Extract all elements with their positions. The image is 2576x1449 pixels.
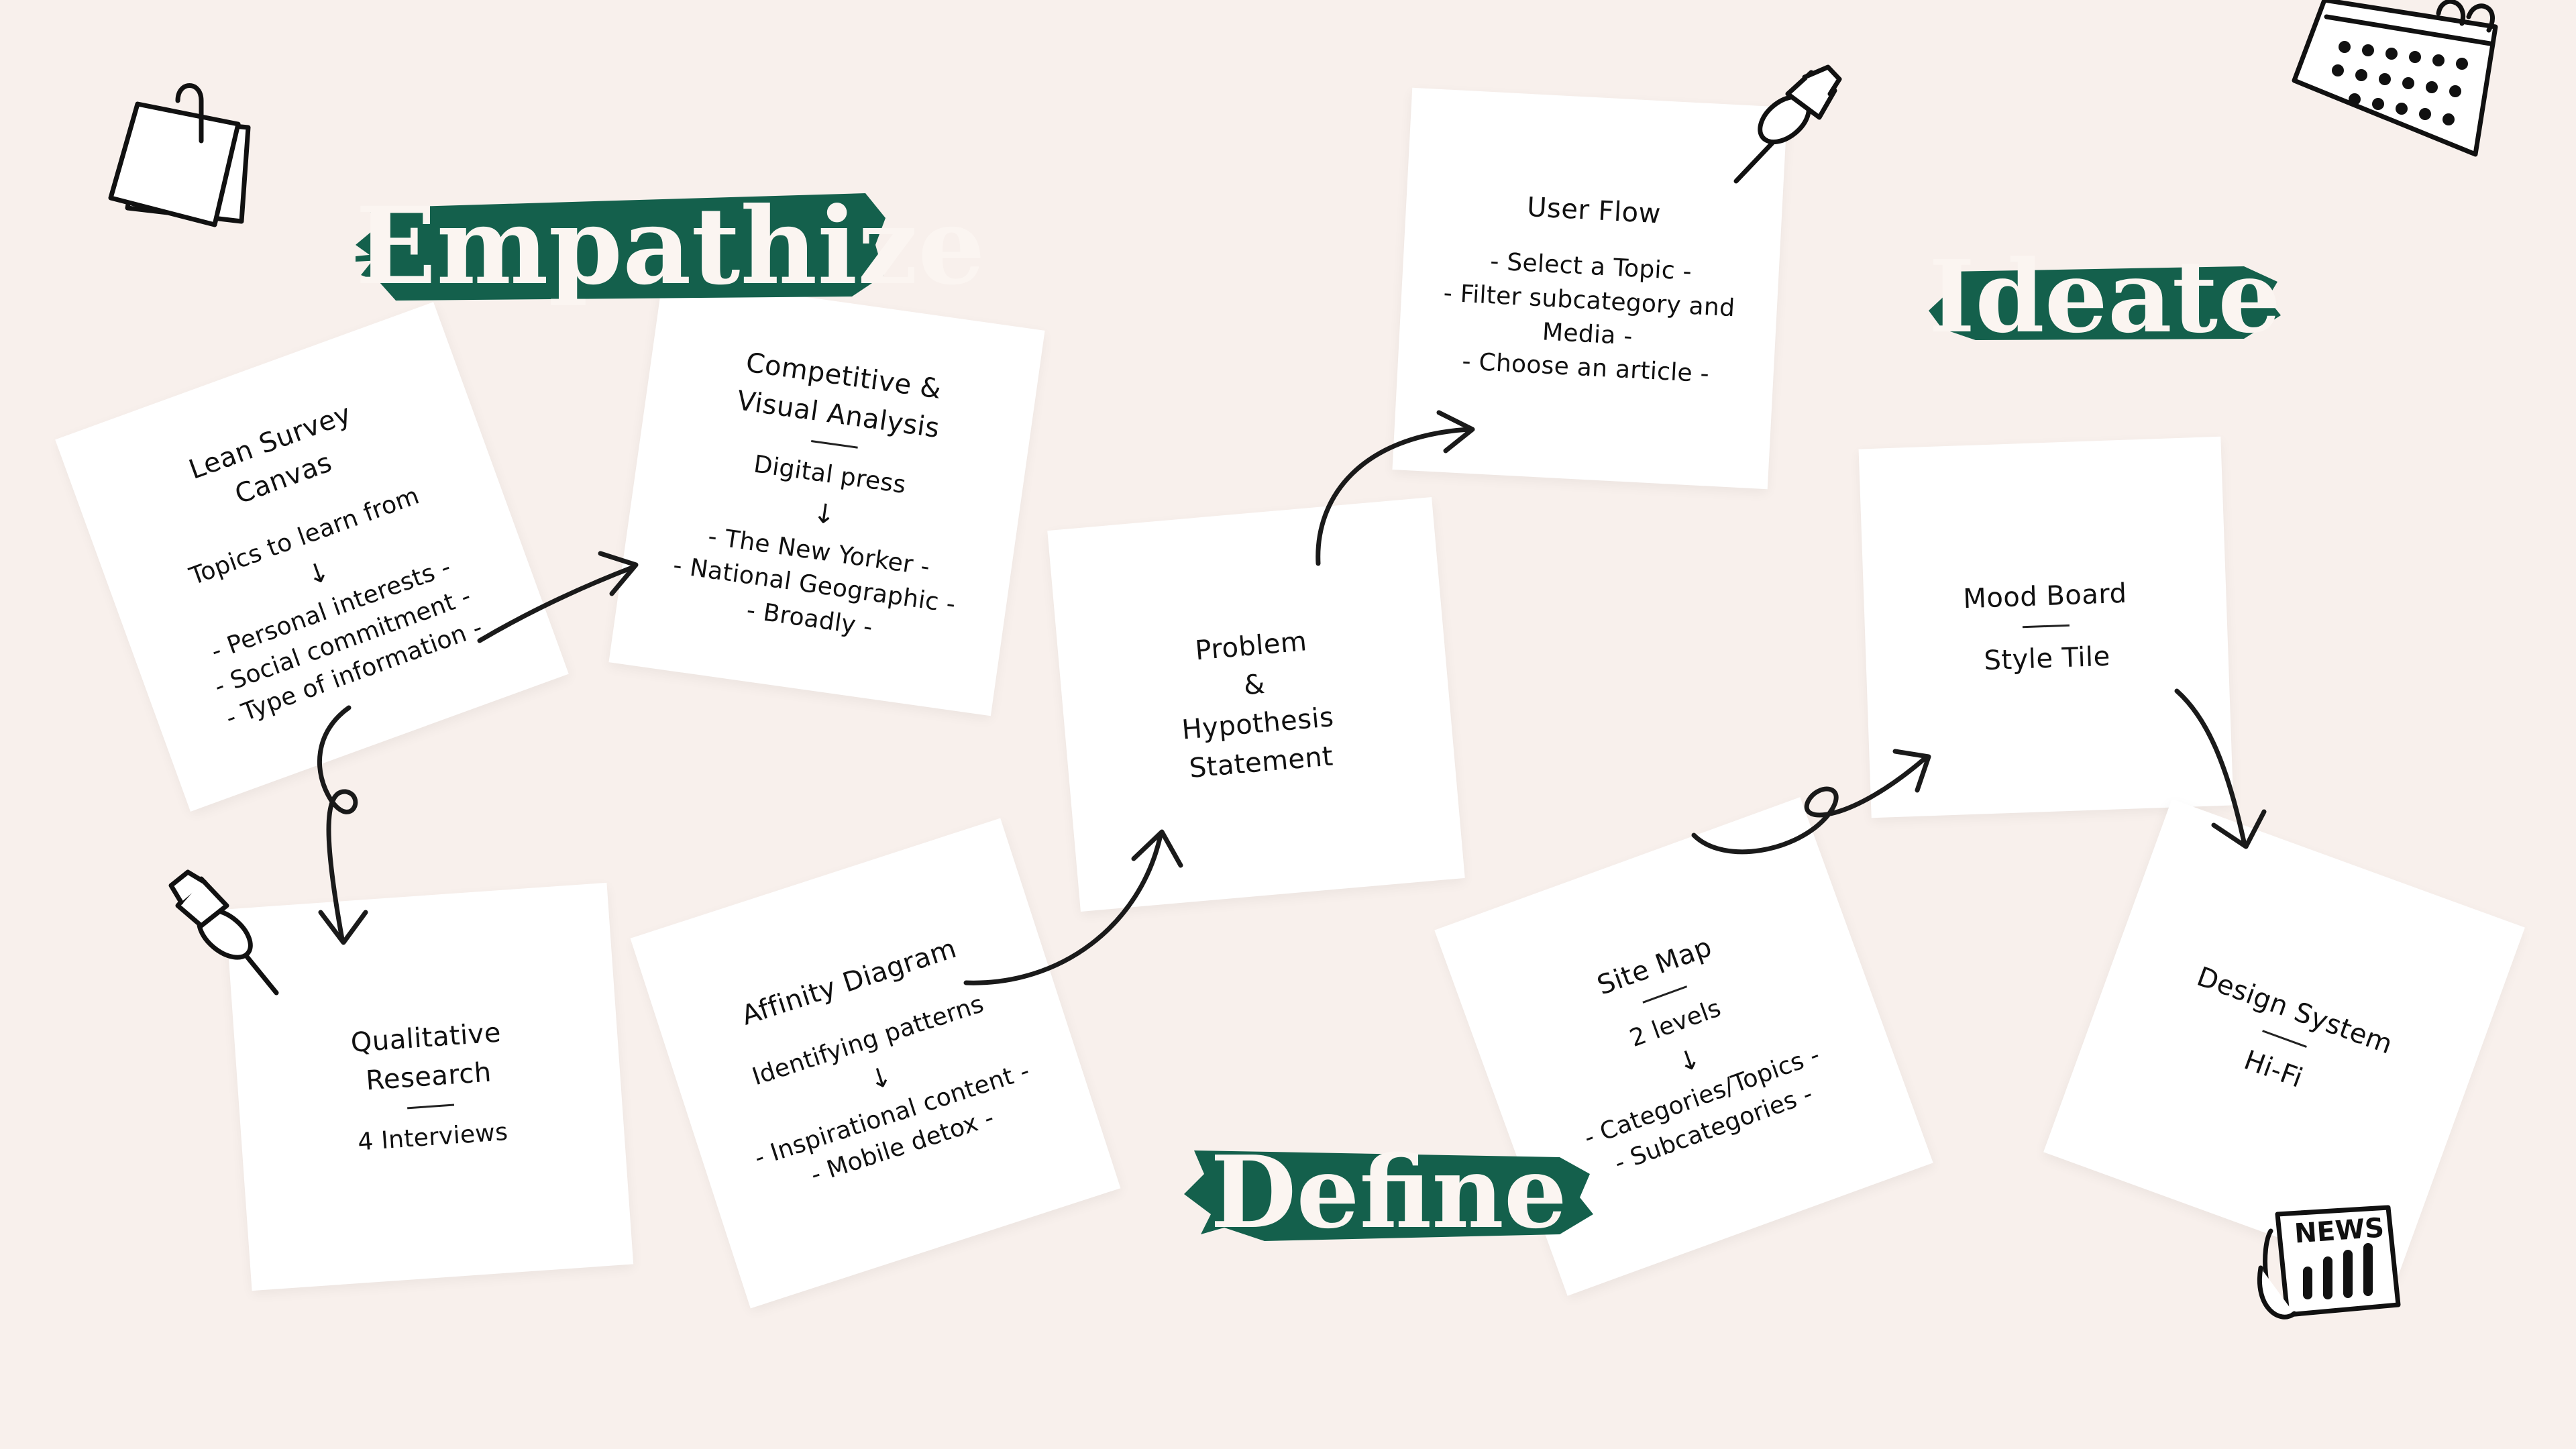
- connector-arrow: [2174, 688, 2247, 845]
- connector-arrow: [317, 705, 358, 942]
- brush-stroke-icon: [1929, 266, 2281, 340]
- newspaper-label: NEWS: [2294, 1212, 2385, 1249]
- stage-banner-define: Define: [1184, 1134, 1593, 1250]
- stage-banner-empathize: Empathize: [356, 181, 985, 309]
- newspaper-icon: NEWS: [2257, 1205, 2401, 1320]
- connector-arrow: [1316, 427, 1472, 566]
- arrowhead: [1892, 749, 1931, 793]
- arrowhead: [318, 910, 368, 945]
- calendar-icon: [2292, 0, 2498, 157]
- connector-arrow: [963, 833, 1163, 985]
- pushpin-icon: [168, 869, 279, 996]
- stage-title: Define: [1210, 1134, 1567, 1250]
- brush-stroke-icon: [1184, 1150, 1593, 1241]
- arrowhead: [2211, 809, 2267, 849]
- brush-stroke-icon: [356, 193, 885, 301]
- arrowhead: [1436, 410, 1475, 453]
- stage-banner-ideate: Ideate: [1929, 238, 2281, 355]
- connector-arrow: [1691, 755, 1928, 855]
- sticky-notes-icon: [108, 83, 251, 227]
- pushpin-icon: [1733, 64, 1842, 184]
- stage-title: Ideate: [1929, 238, 2282, 355]
- connector-arrow: [477, 564, 637, 643]
- arrowhead: [1131, 829, 1183, 868]
- arrowhead: [598, 551, 639, 596]
- stage-title: Empathize: [356, 184, 985, 309]
